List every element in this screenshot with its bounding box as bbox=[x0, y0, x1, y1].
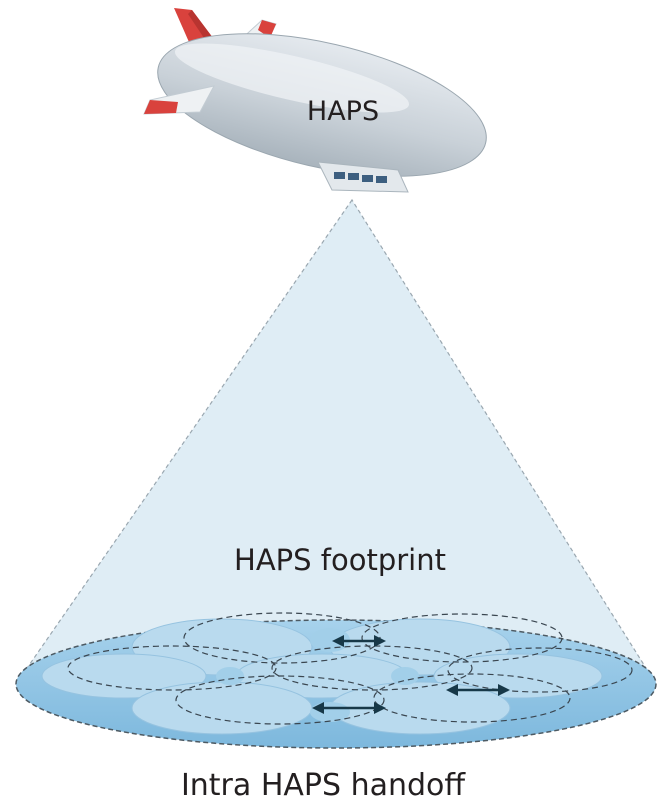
handoff-arrow bbox=[312, 702, 386, 714]
gondola-window bbox=[334, 172, 345, 179]
handoff-arrow bbox=[446, 684, 510, 696]
gondola-window bbox=[362, 175, 373, 182]
cell-boundary bbox=[361, 613, 563, 663]
airship-label: HAPS bbox=[307, 96, 379, 127]
cell-boundary bbox=[447, 647, 633, 693]
caption: Intra HAPS handoff bbox=[181, 768, 466, 803]
cell-overlap bbox=[391, 667, 419, 685]
cell-boundary bbox=[271, 645, 473, 691]
airship-illustration: HAPS bbox=[143, 8, 487, 193]
cell bbox=[41, 653, 207, 699]
cell-boundary bbox=[175, 675, 385, 725]
cell-overlap bbox=[216, 667, 244, 685]
cell-boundary bbox=[373, 673, 571, 723]
beam-cone bbox=[14, 198, 658, 685]
handoff-arrow bbox=[332, 635, 386, 647]
gondola-window bbox=[376, 176, 387, 183]
cell-overlap bbox=[310, 628, 350, 652]
gondola-window bbox=[348, 173, 359, 180]
cell-overlap bbox=[310, 702, 350, 722]
footprint-label: HAPS footprint bbox=[234, 543, 446, 577]
cell-boundary bbox=[67, 645, 277, 691]
coverage-area bbox=[15, 612, 657, 749]
